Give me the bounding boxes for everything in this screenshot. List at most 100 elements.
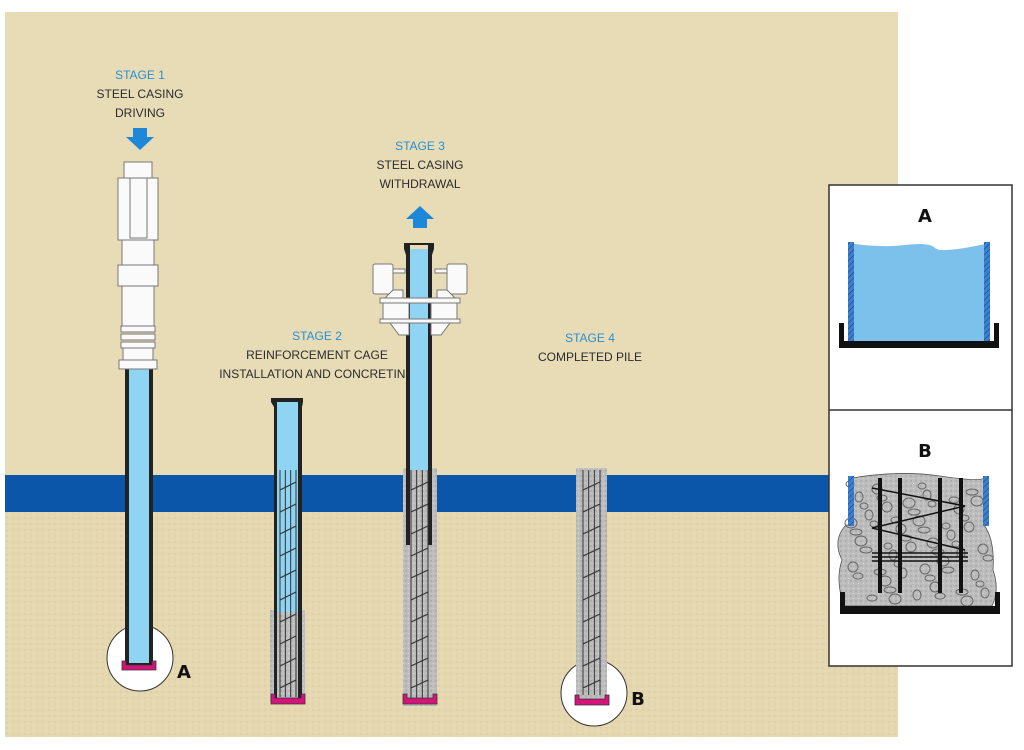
- stage-1-title: STAGE 1: [115, 68, 165, 82]
- cage-spiral: [410, 569, 429, 579]
- cage-spiral: [410, 547, 429, 557]
- stage-3: STAGE 3 STEEL CASING WITHDRAWAL: [372, 139, 468, 706]
- aggregate-pebble: [977, 543, 989, 555]
- aggregate-pebble: [847, 561, 859, 573]
- concrete-fill: [277, 612, 298, 698]
- vibro-hammer: [117, 161, 159, 370]
- cage-spiral: [279, 657, 297, 667]
- cage-spiral: [279, 503, 297, 513]
- stage-1-line2: DRIVING: [115, 106, 165, 120]
- cage-spiral: [582, 569, 601, 579]
- cage-spiral: [410, 679, 429, 689]
- reinforcement-cage: [279, 470, 297, 697]
- aggregate-pebble: [854, 535, 868, 547]
- cage-spiral: [279, 481, 297, 491]
- aggregate-pebble: [859, 502, 869, 510]
- reinforcement-cage: [582, 470, 601, 695]
- arrow-up-icon: [406, 206, 434, 228]
- casing-shoe: [270, 693, 306, 705]
- callout-label-a: A: [177, 662, 191, 683]
- aggregate-pebble: [975, 580, 985, 588]
- detail-b-title: B: [918, 441, 932, 462]
- cage-spiral: [582, 525, 601, 535]
- detail-panel: A B: [828, 184, 1013, 667]
- aggregate-pebble: [922, 489, 932, 501]
- stage-3-line1: STEEL CASING: [377, 158, 464, 172]
- aggregate-pebble: [864, 509, 874, 521]
- stage-4-title: STAGE 4: [565, 331, 615, 345]
- callout-label-b: B: [631, 689, 645, 710]
- cage-spiral: [279, 679, 297, 689]
- stage-2-title: STAGE 2: [292, 329, 342, 343]
- aggregate-pebble: [963, 521, 975, 533]
- stage-1: STAGE 1 STEEL CASING DRIVING A: [97, 68, 191, 692]
- aggregate-pebble: [852, 572, 864, 580]
- aggregate-pebble: [924, 574, 936, 582]
- stage-2-line2: INSTALLATION AND CONCRETING: [219, 367, 415, 381]
- stage-3-line2: WITHDRAWAL: [379, 177, 460, 191]
- cage-spiral: [279, 569, 297, 579]
- aggregate-pebble: [917, 482, 927, 490]
- aggregate-pebble: [866, 594, 878, 602]
- completed-pile: [576, 468, 607, 704]
- aggregate-pebble: [982, 554, 994, 562]
- aggregate-pebble: [902, 497, 916, 509]
- cage-spiral: [582, 657, 601, 667]
- slurry-fill: [410, 249, 428, 470]
- detail-a: A: [839, 206, 999, 348]
- aggregate-pebble: [970, 569, 980, 581]
- aggregate-pebble: [883, 586, 897, 594]
- aggregate-pebble: [912, 515, 926, 527]
- casing-shoe: [121, 660, 157, 671]
- cage-spiral: [582, 547, 601, 557]
- detail-b: B: [837, 441, 1000, 614]
- casing-shoe: [402, 693, 438, 705]
- aggregate-pebble: [888, 593, 902, 605]
- stage-1-line1: STEEL CASING: [97, 87, 184, 101]
- slurry-fill: [129, 365, 149, 663]
- pile-shoe: [574, 694, 610, 706]
- aggregate-pebble: [965, 488, 979, 496]
- cage-spiral: [410, 635, 429, 645]
- aggregate-pebble: [883, 542, 893, 550]
- casing-oscillator: [372, 263, 468, 336]
- cage-spiral: [410, 525, 429, 535]
- aggregate-pebble: [888, 549, 898, 561]
- aggregate-pebble: [849, 528, 863, 536]
- soil-layer: [5, 512, 898, 737]
- aggregate-pebble: [912, 589, 922, 601]
- cage-spiral: [582, 591, 601, 601]
- aggregate-pebble: [917, 526, 931, 534]
- cage-spiral: [410, 481, 429, 491]
- cage-spiral: [410, 657, 429, 667]
- cage-spiral: [410, 613, 429, 623]
- arrow-down-icon: [126, 128, 154, 150]
- aggregate-pebble: [927, 500, 937, 508]
- cage-spiral: [582, 679, 601, 689]
- cage-spiral: [582, 481, 601, 491]
- detail-a-title: A: [918, 206, 932, 227]
- cage-spiral: [582, 635, 601, 645]
- stage-4: STAGE 4 COMPLETED PILE B: [538, 331, 645, 727]
- aggregate-pebble: [980, 587, 990, 599]
- stage-3-title: STAGE 3: [395, 139, 445, 153]
- aggregate-pebble: [905, 541, 917, 553]
- cage-spiral: [279, 525, 297, 535]
- stage-2-line1: REINFORCEMENT CAGE: [246, 348, 388, 362]
- cage-spiral: [279, 635, 297, 645]
- cage-spiral: [410, 591, 429, 601]
- cage-spiral: [279, 547, 297, 557]
- stage-4-line1: COMPLETED PILE: [538, 350, 642, 364]
- aggregate-pebble: [854, 491, 864, 503]
- reinforcement-cage: [410, 470, 429, 698]
- aggregate-pebble: [907, 508, 921, 516]
- cage-spiral: [279, 591, 297, 601]
- cage-spiral: [582, 613, 601, 623]
- aggregate-pebble: [919, 563, 931, 575]
- cage-spiral: [582, 503, 601, 513]
- stage-2: STAGE 2 REINFORCEMENT CAGE INSTALLATION …: [219, 329, 415, 705]
- aggregate-pebble: [859, 546, 873, 554]
- cage-spiral: [410, 503, 429, 513]
- cage-spiral: [279, 613, 297, 623]
